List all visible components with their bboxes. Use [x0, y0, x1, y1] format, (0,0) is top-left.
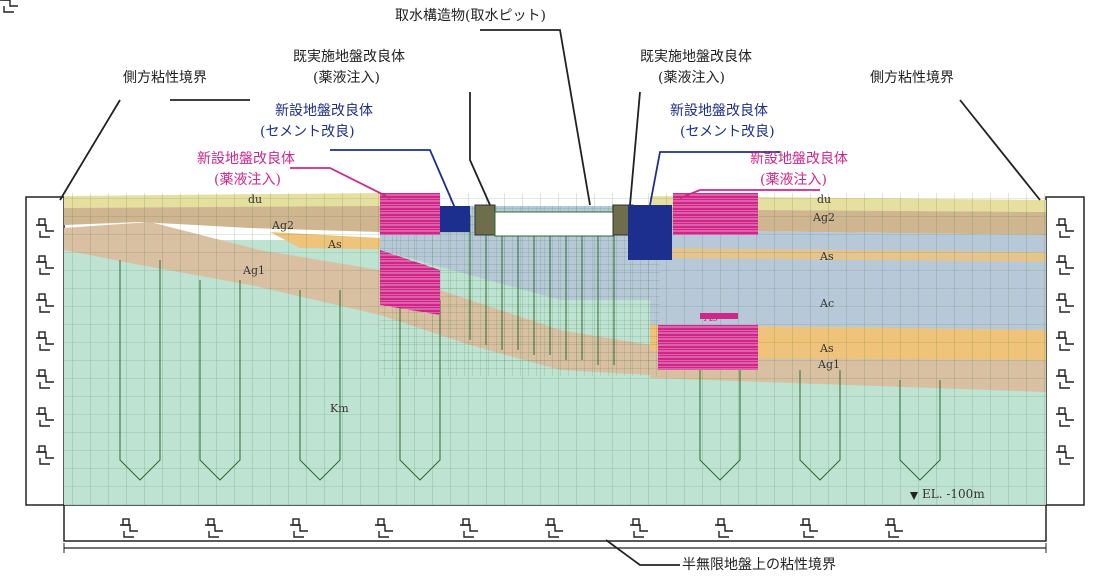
as-lens-marker: [700, 313, 738, 319]
right-boundary-frame: [1045, 196, 1085, 506]
soil-as-right-bottom: As: [820, 342, 834, 355]
bottom-boundary-label: 半無限地盤上の粘性境界: [682, 557, 836, 573]
new-chemical-block-right-top: [673, 193, 758, 235]
soil-du-right: du: [817, 193, 832, 206]
new-cement-right-label: 新設地盤改良体: [670, 103, 768, 119]
new-chemical-left-sub: (薬液注入): [214, 172, 281, 188]
soil-ag1-right: Ag1: [818, 358, 840, 371]
soil-km: Km: [330, 402, 349, 415]
new-cement-left-sub: (セメント改良): [260, 124, 355, 140]
pile-group: [119, 215, 941, 481]
soil-ac-right: Ac: [820, 297, 835, 310]
soil-ag2-left: Ag2: [272, 219, 294, 232]
lateral-boundary-right-label: 側方粘性境界: [870, 70, 954, 86]
intake-pit: [494, 211, 614, 237]
elevation-marker-icon: [910, 492, 918, 500]
new-chemical-block-left-top: [380, 193, 440, 235]
soil-ag2-right: Ag2: [813, 211, 835, 224]
left-boundary-frame: [25, 196, 65, 506]
new-cement-left-label: 新設地盤改良体: [275, 103, 373, 119]
new-cement-block-right: [628, 205, 672, 260]
existing-improvement-left-label: 既実施地盤改良体: [293, 49, 405, 65]
existing-improvement-left-sub: (薬液注入): [313, 70, 380, 86]
bottom-boundary-frame: [63, 504, 1047, 542]
soil-as-right-top: As: [820, 250, 834, 263]
soil-du-left: du: [248, 193, 263, 206]
new-chemical-block-left-lower: [380, 250, 440, 315]
dashpot-icons: [0, 0, 1075, 538]
elevation-label: EL. -100m: [922, 487, 985, 501]
soil-as-left: As: [328, 238, 342, 251]
new-chemical-left-label: 新設地盤改良体: [197, 151, 295, 167]
existing-improvement-right-sub: (薬液注入): [658, 70, 725, 86]
new-chemical-right-sub: (薬液注入): [760, 172, 827, 188]
new-chemical-right-label: 新設地盤改良体: [750, 151, 848, 167]
intake-structure-label: 取水構造物(取水ピット): [395, 8, 546, 24]
new-chemical-block-right-lower: [658, 325, 758, 370]
new-cement-block-left: [440, 206, 470, 232]
soil-ag1-left: Ag1: [243, 264, 265, 277]
new-cement-right-sub: (セメント改良): [680, 124, 775, 140]
leader-lines: [59, 29, 1041, 566]
intake-wall-left: [474, 204, 496, 236]
soil-as-center: As: [704, 311, 718, 324]
existing-improvement-right-label: 既実施地盤改良体: [640, 49, 752, 65]
lateral-boundary-left-label: 側方粘性境界: [123, 70, 207, 86]
